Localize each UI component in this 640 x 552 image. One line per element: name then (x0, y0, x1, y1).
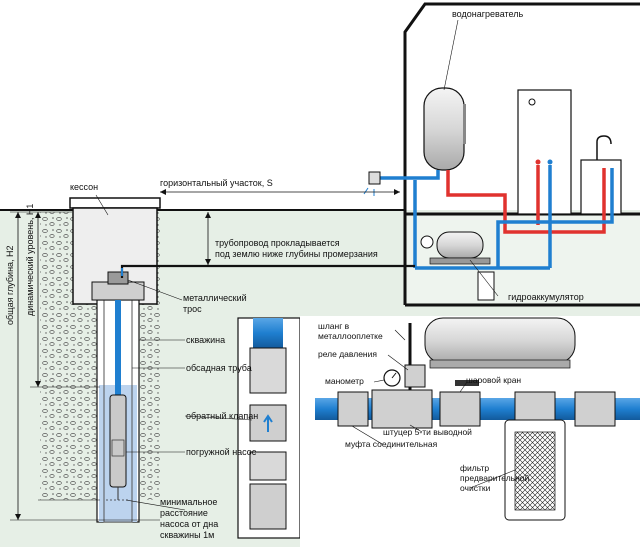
label-min-4: скважины 1м (160, 530, 214, 540)
label-hose-2: металлооплетке (318, 331, 383, 341)
house-wall (403, 2, 640, 305)
outdoor-tap-icon (368, 171, 381, 185)
well-head (91, 281, 145, 301)
label-caisson: кессон (70, 182, 98, 192)
filter-small (477, 271, 495, 301)
filter-mesh (514, 431, 556, 511)
accumulator-small (436, 231, 484, 259)
label-manometer: манометр (325, 376, 364, 386)
drop-pipe (115, 300, 121, 395)
label-fitting: штуцер 5-ти выводной (383, 427, 472, 437)
label-pump: погружной насос (186, 447, 257, 457)
label-metal-2: трос (183, 304, 202, 314)
label-metal-1: металлический (183, 293, 247, 303)
label-filter-3: очистки (460, 483, 491, 493)
water-heater (423, 87, 465, 171)
label-dynamic-level: динамический уровень, H1 (25, 204, 35, 316)
label-hose-1: шланг в (318, 321, 350, 331)
label-min-3: насоса от дна (160, 519, 218, 529)
faucet-icon (596, 135, 612, 160)
pressure-switch (404, 364, 426, 388)
caisson-lid (69, 197, 161, 209)
label-accumulator: гидроаккумулятор (508, 292, 584, 302)
cold-water-pipe (496, 168, 614, 268)
label-casing: обсадная труба (186, 363, 252, 373)
shower-head-icon (528, 98, 536, 106)
label-check-valve: обратный клапан (186, 411, 258, 421)
ball-valve (439, 391, 481, 427)
label-pipeline-2: под землю ниже глубины промерзания (215, 249, 378, 259)
label-total-depth: общая глубина, H2 (5, 245, 15, 325)
label-coupling: муфта соединительная (345, 439, 438, 449)
accumulator-large (424, 317, 576, 364)
label-well: скважина (186, 335, 225, 345)
label-pipeline-1: трубопровод прокладывается (215, 238, 340, 248)
arrow-up-icon (263, 414, 273, 432)
label-filter-1: фильтр (460, 463, 489, 473)
label-water-heater: водонагреватель (452, 9, 523, 19)
label-min-2: расстояние (160, 508, 208, 518)
label-min-1: минимальное (160, 497, 217, 507)
coupling (337, 391, 369, 427)
label-ball-valve: шаровой кран (466, 375, 521, 385)
label-filter-2: предварительной (460, 473, 530, 483)
sink-cabinet (580, 159, 622, 215)
gauge-small-icon (420, 235, 434, 249)
submersible-pump (109, 394, 127, 488)
label-pressure-switch: реле давления (318, 349, 377, 359)
five-way-fitting (371, 389, 433, 429)
label-horizontal-section: горизонтальный участок, S (160, 178, 273, 188)
shower-cabin (517, 89, 572, 215)
